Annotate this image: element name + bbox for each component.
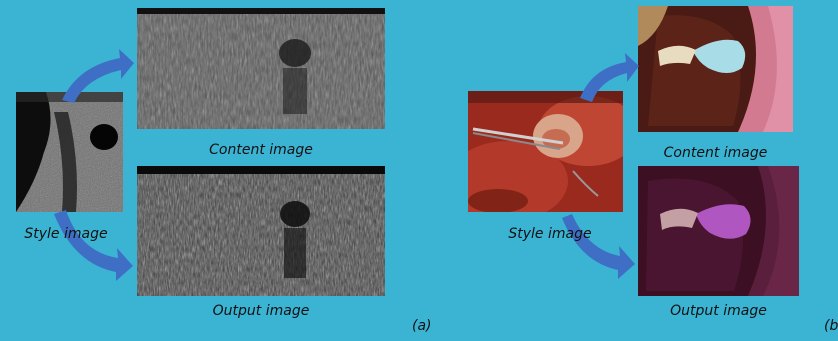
panel-label-a: (a) [412,318,432,334]
content-image-liver [638,6,793,132]
content-image-ultrasound [137,8,385,129]
content-image-caption-b: Content image [638,145,793,161]
panel-label-b: (b [824,318,838,334]
style-image-caption-a: Style image [6,226,126,242]
output-image-liver [638,166,799,296]
content-image-caption-a: Content image [137,142,385,158]
panel-a: Style image Content image Output image (… [0,0,440,341]
output-image-ultrasound [137,166,385,296]
output-image-caption-a: Output image [137,303,385,319]
output-image-caption-b: Output image [638,303,799,319]
style-image-surgical [468,91,623,212]
style-image-caption-b: Style image [490,226,610,242]
panel-b: Style image Content image Output image (… [440,0,838,341]
style-image-ultrasound [16,92,123,212]
